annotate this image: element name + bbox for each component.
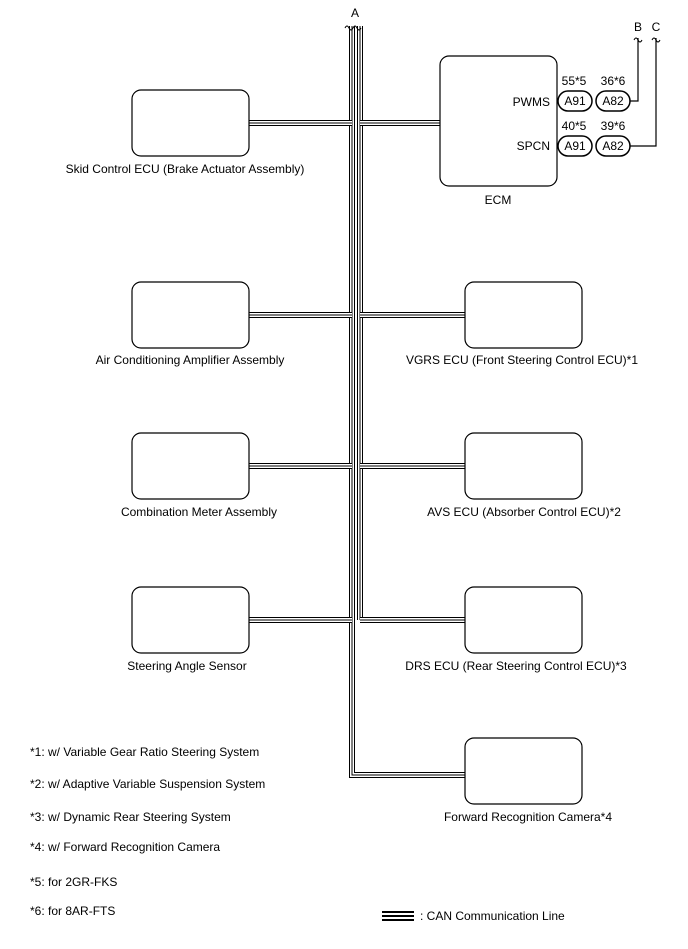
- spcn-wire-break: [651, 37, 661, 43]
- pwms-connector-a91: [557, 90, 593, 112]
- note-6: *6: for 8AR-FTS: [30, 904, 116, 918]
- bus-break-mark: [344, 25, 354, 31]
- steering-angle-sensor-label: Steering Angle Sensor: [127, 659, 246, 673]
- can-bus-trunk-main: [351, 26, 465, 776]
- air-conditioning-amplifier-label: Air Conditioning Amplifier Assembly: [96, 353, 285, 367]
- note-3: *3: w/ Dynamic Rear Steering System: [30, 810, 231, 824]
- skid-control-ecu-label: Skid Control ECU (Brake Actuator Assembl…: [66, 162, 305, 176]
- pwms-wire-break: [633, 37, 643, 43]
- spcn-pin-a91: 40*5: [562, 119, 587, 133]
- drs-ecu-label: DRS ECU (Rear Steering Control ECU)*3: [405, 659, 627, 673]
- combination-meter-box: [131, 432, 250, 500]
- spcn-wire: [630, 38, 657, 147]
- forward-recognition-camera-label: Forward Recognition Camera*4: [444, 810, 612, 824]
- spcn-pin-a82: 39*6: [601, 119, 626, 133]
- avs-ecu-label: AVS ECU (Absorber Control ECU)*2: [427, 505, 621, 519]
- note-5: *5: for 2GR-FKS: [30, 875, 118, 889]
- pwms-wire: [630, 38, 639, 102]
- forward-recognition-camera-box: [464, 737, 583, 805]
- ecm-label: ECM: [485, 193, 512, 207]
- bus-break-mark: [352, 25, 362, 31]
- ecm-box: [439, 55, 558, 187]
- air-conditioning-amplifier-box: [131, 281, 250, 349]
- drs-ecu-box: [464, 586, 583, 654]
- pwms-signal-label: PWMS: [513, 95, 550, 109]
- legend: : CAN Communication Line: [382, 909, 565, 923]
- spcn-connector-a91: [557, 135, 593, 157]
- spcn-connector-a82-label: A82: [602, 139, 624, 153]
- skid-control-ecu-box: [131, 89, 250, 157]
- pwms-connector-a82-label: A82: [602, 94, 624, 108]
- pwms-pin-a82: 36*6: [601, 74, 626, 88]
- spcn-connector-a91-label: A91: [564, 139, 586, 153]
- combination-meter-label: Combination Meter Assembly: [121, 505, 277, 519]
- note-2: *2: w/ Adaptive Variable Suspension Syst…: [30, 777, 266, 791]
- can-line-symbol: [382, 911, 414, 921]
- wire-label-c: C: [652, 20, 661, 34]
- spcn-signal-label: SPCN: [517, 139, 550, 153]
- vgrs-ecu-label: VGRS ECU (Front Steering Control ECU)*1: [406, 353, 638, 367]
- avs-ecu-box: [464, 432, 583, 500]
- pwms-pin-a91: 55*5: [562, 74, 587, 88]
- pwms-connector-a91-label: A91: [564, 94, 586, 108]
- vgrs-ecu-box: [464, 281, 583, 349]
- steering-angle-sensor-box: [131, 586, 250, 654]
- note-4: *4: w/ Forward Recognition Camera: [30, 840, 221, 854]
- wire-label-b: B: [634, 20, 642, 34]
- bus-label-a: A: [351, 6, 359, 20]
- note-1: *1: w/ Variable Gear Ratio Steering Syst…: [30, 745, 260, 759]
- legend-text: : CAN Communication Line: [420, 909, 565, 923]
- can-bus-wiring: [249, 25, 465, 778]
